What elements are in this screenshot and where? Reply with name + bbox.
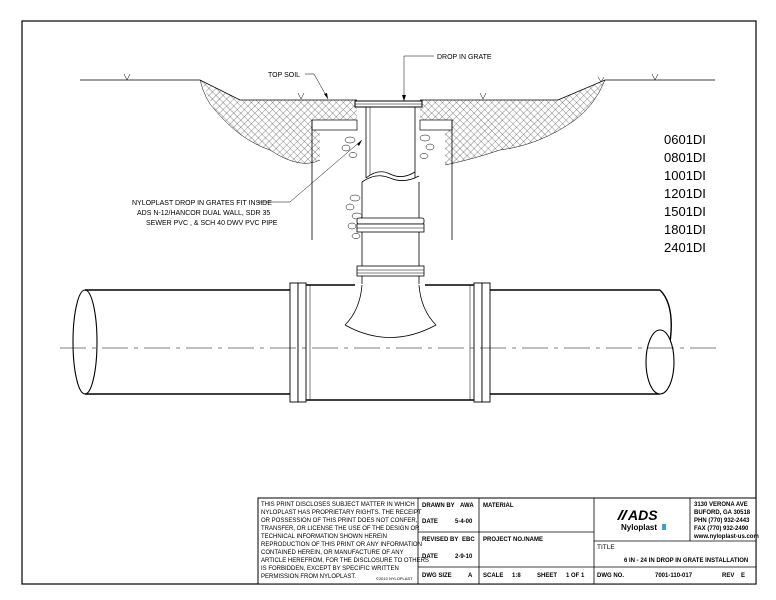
main-pipe: [60, 282, 720, 403]
top-soil-callout: TOP SOIL: [268, 72, 329, 100]
dwg-size-value: A: [468, 573, 473, 579]
model-1501di: 1501DI: [664, 204, 706, 219]
disclaimer-line-2: NYLOPLAST HAS PROPRIETARY RIGHTS. THE RE…: [261, 510, 422, 516]
logo-nyloplast: Nyloplast: [621, 523, 657, 532]
disclaimer-line-8: ARTICLE HEREFROM, FOR THE DISCLOSURE TO …: [261, 558, 429, 564]
ads-slash-mark: [617, 510, 628, 520]
disclaimer-line-10: PERMISSION FROM NYLOPLAST.: [261, 574, 356, 580]
project-label: PROJECT NO./NAME: [483, 537, 543, 543]
copyright: ©2010 NYLOPLAST: [376, 576, 413, 581]
disclaimer-line-3: OR POSSESSION OF THIS PRINT DOES NOT CON…: [261, 518, 418, 524]
disclaimer-line-7: CONTAINED HEREIN, OR MANUFACTURE OF ANY: [261, 550, 404, 556]
disclaimer-line-5: TECHNICAL INFORMATION SHOWN HEREIN: [261, 534, 387, 540]
drawn-by-label: DRAWN BY: [422, 503, 455, 509]
rev-label: REV: [722, 573, 734, 579]
model-2401di: 2401DI: [664, 240, 706, 255]
ads-nyloplast-logo: ADS Nyloplast: [617, 507, 666, 532]
scale-value: 1:8: [512, 573, 521, 579]
logo-ads: ADS: [627, 507, 658, 523]
disclaimer-line-9: IS FORBIDDEN, EXCEPT BY SPECIFIC WRITTEN: [261, 566, 399, 572]
logo-accent-mark: [662, 524, 666, 530]
drawn-by-value: AWA: [460, 503, 474, 509]
address-line-3: PHN (770) 932-2443: [694, 518, 750, 524]
address-line-5: www.nyloplast-us.com: [693, 534, 759, 540]
top-soil-label: TOP SOIL: [268, 72, 300, 79]
disclaimer: THIS PRINT DISCLOSES SUBJECT MATTER IN W…: [261, 502, 429, 581]
date-label: DATE: [422, 519, 438, 525]
drawing-title: 6 IN - 24 IN DROP IN GRATE INSTALLATION: [624, 558, 748, 564]
note-line-1: NYLOPLAST DROP IN GRATES FIT INSIDE: [132, 200, 272, 207]
model-0601di: 0601DI: [664, 132, 706, 147]
title-block: THIS PRINT DISCLOSES SUBJECT MATTER IN W…: [257, 497, 759, 585]
drop-in-grate-callout: DROP IN GRATE: [402, 54, 492, 101]
model-1001di: 1001DI: [664, 168, 706, 183]
address-line-1: 3130 VERONA AVE: [694, 502, 748, 508]
note-line-3: SEWER PVC , & SCH 40 DWV PVC PIPE: [146, 220, 278, 227]
disclaimer-line-1: THIS PRINT DISCLOSES SUBJECT MATTER IN W…: [261, 502, 415, 508]
disclaimer-line-6: REPRODUCTION OF THIS PRINT OR ANY INFORM…: [261, 542, 422, 548]
sheet-value: 1 OF 1: [566, 573, 585, 579]
drop-in-grate-label: DROP IN GRATE: [437, 54, 492, 61]
soil-section: [80, 73, 715, 240]
title-label: TITLE: [597, 544, 615, 551]
address-line-4: FAX (770) 932-2490: [694, 526, 749, 532]
dwg-no-label: DWG NO.: [597, 573, 624, 579]
address-line-2: BUFORD, GA 30518: [694, 510, 751, 516]
riser-pipe: [356, 107, 425, 285]
date-value: 5-4-00: [455, 519, 473, 525]
note-line-2: ADS N-12/HANCOR DUAL WALL, SDR 35: [137, 210, 270, 217]
model-list: 0601DI 0801DI 1001DI 1201DI 1501DI 1801D…: [664, 132, 706, 255]
model-0801di: 0801DI: [664, 150, 706, 165]
rev-date-label: DATE: [422, 554, 438, 560]
material-label: MATERIAL: [483, 503, 514, 509]
rev-value: E: [741, 573, 745, 579]
revised-by-value: EBC: [462, 537, 475, 543]
nyloplast-note: NYLOPLAST DROP IN GRATES FIT INSIDE ADS …: [132, 139, 363, 227]
rev-date-value: 2-9-10: [455, 554, 473, 560]
scale-label: SCALE: [483, 573, 503, 579]
sheet-label: SHEET: [537, 573, 557, 579]
dwg-size-label: DWG SIZE: [422, 573, 452, 579]
revised-by-label: REVISED BY: [422, 537, 458, 543]
model-1201di: 1201DI: [664, 186, 706, 201]
model-1801di: 1801DI: [664, 222, 706, 237]
disclaimer-line-4: TRANSFER, OR LICENSE THE USE OF THE DESI…: [261, 526, 420, 532]
dwg-no-value: 7001-110-017: [655, 573, 693, 579]
